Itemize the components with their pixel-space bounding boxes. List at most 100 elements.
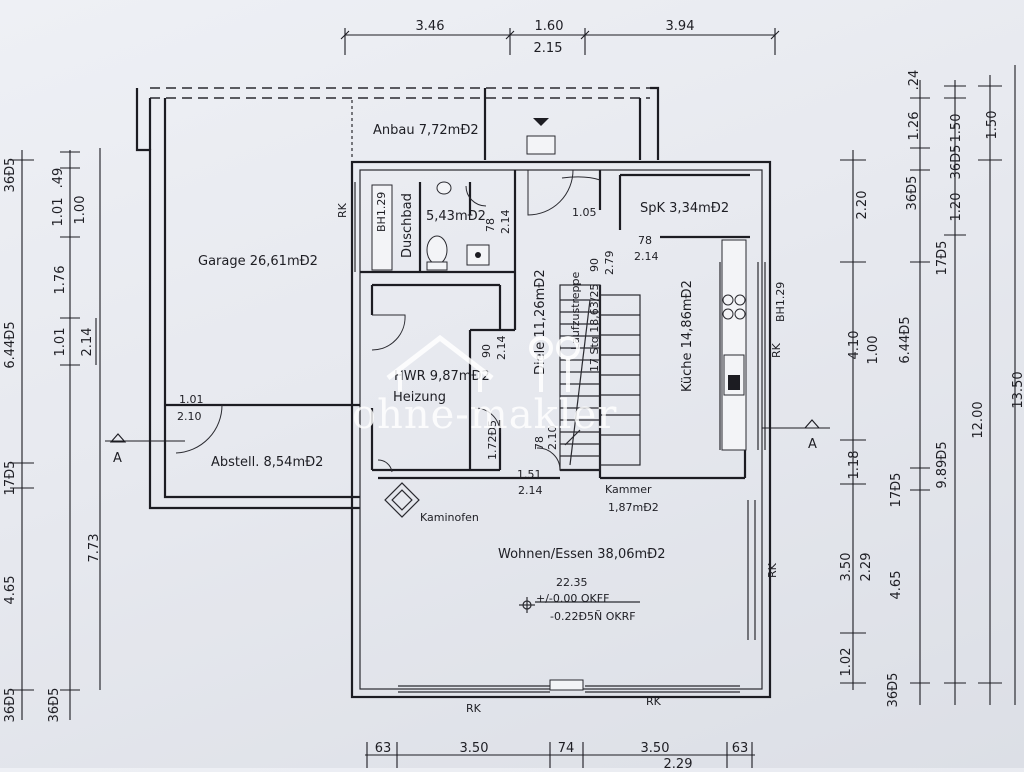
room-abstell: Abstell. 8,54mÐ2 [211,455,323,470]
dim-right-a-3: 1.18 [847,451,862,480]
dim-right-d-1: 1.50 [985,111,1000,140]
dim-right-c-1: .24 [907,70,922,91]
stair-label: Laufzustreppe [569,271,582,350]
left-outer-dimension-chain: 36Ð5 6.44Ð5 17Ð5 4.65 36Ð5 [3,150,34,722]
dim-right-b-6: 4.65 [889,571,904,600]
watermark-text: ohne-makler [352,392,617,438]
bh-bath: BH1.29 [375,192,388,232]
rk-living: RK [766,562,779,578]
dim-left-outer-1: 36Ð5 [3,158,18,193]
watermark: ohne-makler [352,334,617,438]
room-garage: Garage 26,61mÐ2 [198,254,318,269]
dim-right-c-5: 9.89Ð5 [935,441,950,488]
dim-right-a-2: 4.10 [847,331,862,360]
rk-kitchen: RK [770,342,783,358]
door-kitchen-h: 2.14 [634,250,659,263]
dim-right-b-4: 6.44Ð5 [898,316,913,363]
dim-left-inner-6: 2.14 [80,328,95,357]
stairs [559,284,641,471]
garage-anbau-outline [135,86,660,510]
dim-bottom-4: 3.50 [641,741,670,756]
dim-top-sub: 2.15 [534,41,563,56]
room-spk: SpK 3,34mÐ2 [640,201,729,216]
dim-right-b-7: 36Ð5 [886,673,901,708]
dim-right-c-4: 36Ð5 [949,145,964,180]
dim-bottom-3: 74 [558,741,575,756]
dim-left-outer-4: 4.65 [3,576,18,605]
door-bath-h: 2.14 [499,210,512,235]
dim-right-b-1: 1.26 [907,112,922,141]
dim-left-inner-2: 1.01 [51,198,66,227]
kaminofen-symbol [384,482,420,518]
door-kitchen-w: 78 [638,234,652,247]
section-marker-left: A [105,433,185,466]
door-hwr-h: 2.14 [495,336,508,361]
door-hwr-w: 90 [480,344,493,358]
dim-top-1: 3.46 [416,19,445,34]
dim-right-c-2: 1.50 [949,114,964,143]
label-kaminofen: Kaminofen [420,511,479,524]
room-wohnen: Wohnen/Essen 38,06mÐ2 [498,547,666,562]
dim-top-2: 1.60 [535,19,564,34]
dim-bottom-5: 63 [732,741,749,756]
fixtures [371,181,747,451]
dim-left-outer-5: 36Ð5 [3,688,18,723]
dim-right-a-4: 3.50 [839,553,854,582]
dim-left-inner-4: 1.76 [53,266,68,295]
dim-bottom-sub: 2.29 [664,757,693,768]
door-living-w: 1.51 [517,468,542,481]
left-inner-dimension-chain: .49 1.01 1.00 1.76 1.01 2.14 7.73 36Ð5 [47,148,102,722]
top-dimension-chain: 3.46 1.60 3.94 2.15 [340,19,780,56]
dim-left-inner-5: 1.01 [53,328,68,357]
dim-left-inner-1: .49 [51,168,66,189]
right-dimension-chain-d: 1.50 12.00 13.50 [971,65,1024,705]
door-garage-h: 2.10 [177,410,202,423]
watermark-house-icon [386,334,580,392]
level-marker [519,597,640,613]
level-okrf: -0.22Ð5Ñ OKRF [550,610,636,623]
windows [354,182,766,693]
dim-left-inner-7: 7.73 [87,534,102,563]
door-living-h: 2.14 [518,484,543,497]
bh-kitchen: BH1.29 [774,282,787,322]
rk-bottom-left: RK [466,702,482,715]
door-stair-w: 90 [588,258,601,272]
section-label-right: A [808,437,817,452]
dim-right-a-5: 1.02 [839,648,854,677]
section-marker-right: A [762,419,830,452]
dim-left-inner-3: 1.00 [73,196,88,225]
doors [175,169,601,473]
bottom-dimension-chain: 63 3.50 74 3.50 63 2.29 [365,741,755,772]
room-anbau: Anbau 7,72mÐ2 [373,123,479,138]
dim-right-a-sub-2: 2.29 [859,553,874,582]
dim-left-inner-8: 36Ð5 [47,688,62,723]
dim-right-b-5: 17Ð5 [889,473,904,508]
level-okff: +/-0.00 OKFF [536,592,609,605]
dim-left-outer-2: 6.44Ð5 [3,321,18,368]
dim-bottom-2: 3.50 [460,741,489,756]
door-stair-h: 2.79 [603,251,616,276]
rk-bottom-right: RK [646,695,662,708]
level-height: 22.35 [556,576,588,589]
room-hwr: HWR 9,87mÐ2 [394,369,490,384]
dim-right-e-1: 13.50 [1011,371,1024,408]
dim-right-c-3: 1.20 [949,193,964,222]
right-dimension-chain-a: 2.20 4.10 1.18 3.50 1.02 1.00 2.29 [839,150,881,690]
misc-labels: BH1.29 BH1.29 RK RK RK RK RK [336,192,787,715]
dim-top-3: 3.94 [666,19,695,34]
room-kammer-area: 1,87mÐ2 [608,501,659,514]
room-labels: Anbau 7,72mÐ2 Duschbad 5,43mÐ2 SpK 3,34m… [198,123,729,623]
right-dimension-chain-c: .24 1.50 1.20 36Ð5 9.89Ð5 [907,70,966,705]
door-kammer-h: 2.10 [546,426,559,451]
dim-right-a-sub-1: 1.00 [866,336,881,365]
room-bath-area: 5,43mÐ2 [426,209,486,224]
room-bath-label: Duschbad [400,193,415,258]
rk-bath: RK [336,202,349,218]
stair-steps: 17 Stg 18,63/25 [588,284,601,372]
dim-right-a-1: 2.20 [855,191,870,220]
door-bath-w: 78 [484,218,497,232]
door-kammer-w: 78 [533,436,546,450]
room-diele: Diele 11,26mÐ2 [533,269,548,375]
